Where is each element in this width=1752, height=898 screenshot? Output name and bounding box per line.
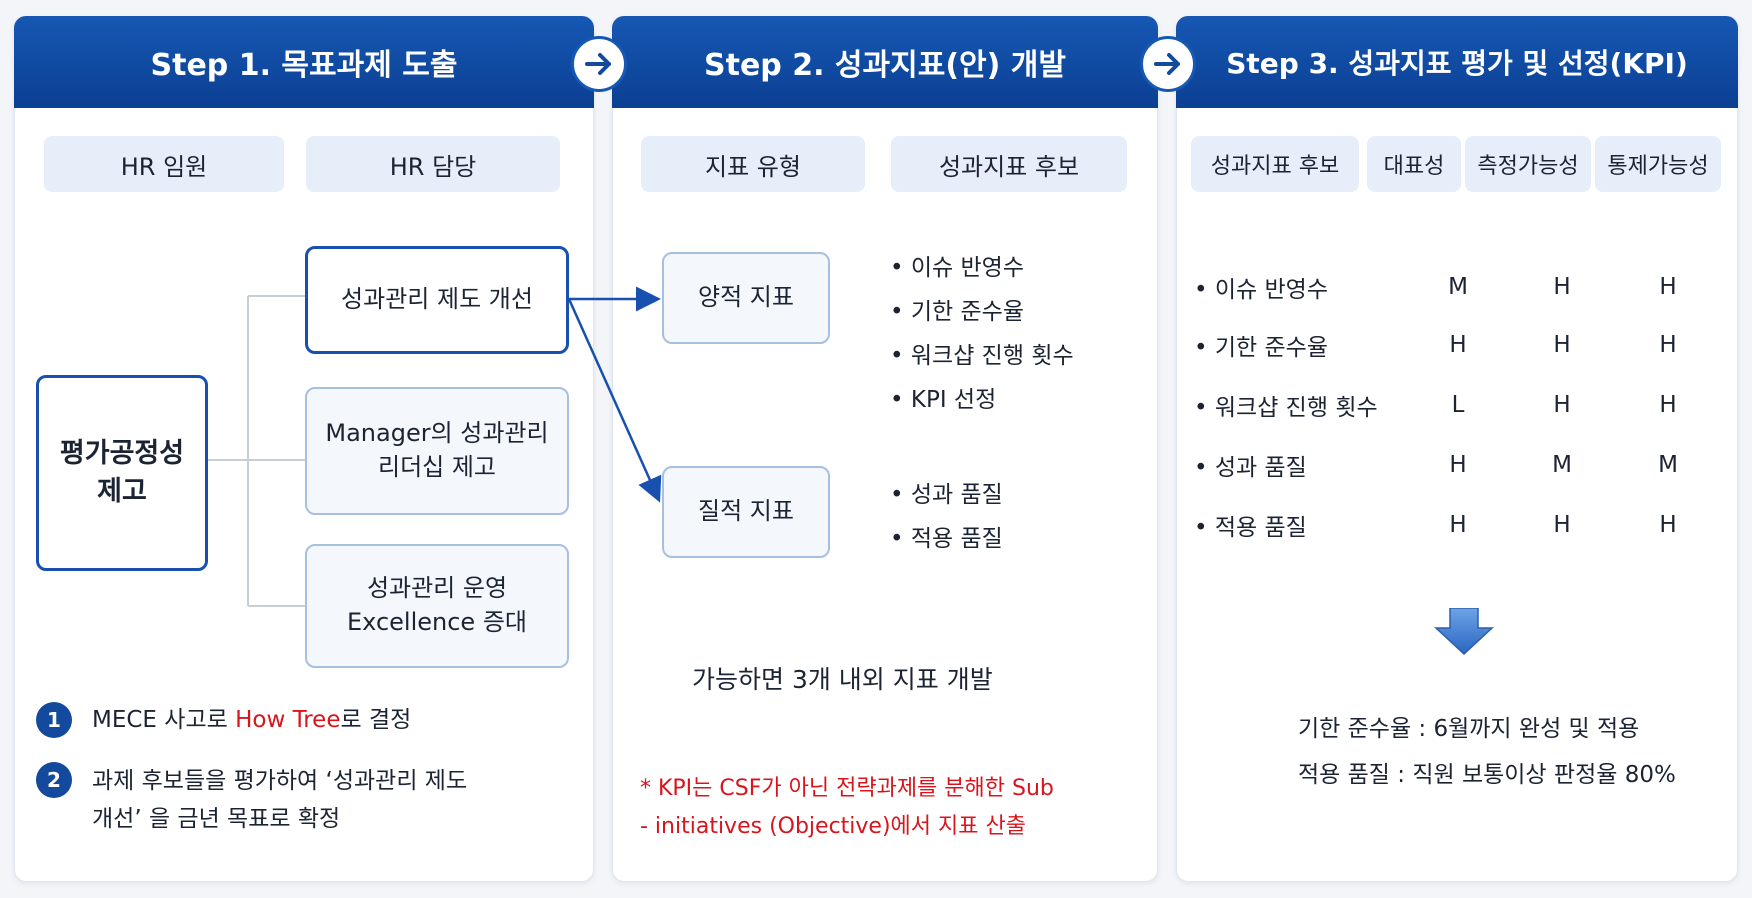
eval-row: 이슈 반영수 M H H xyxy=(1194,258,1704,316)
eval-cell: H xyxy=(1553,512,1571,538)
branch-box-3: 성과관리 운영 Excellence 증대 xyxy=(305,544,569,668)
chip-indicator-type: 지표 유형 xyxy=(641,136,865,192)
quant-item: 기한 준수율 xyxy=(890,290,1074,334)
step2-red-note: * KPI는 CSF가 아닌 전략과제를 분해한 Sub - initiativ… xyxy=(640,776,1054,839)
branch-2-line-2: 리더십 제고 xyxy=(377,453,497,481)
step3-title: Step 3. 성과지표 평가 및 선정(KPI) xyxy=(1176,16,1738,108)
branch-3-line-2: Excellence 증대 xyxy=(347,608,527,636)
branch-box-1: 성과관리 제도 개선 xyxy=(305,246,569,354)
note-badge-1: 1 xyxy=(36,702,72,738)
note-1-highlight: How Tree xyxy=(235,707,341,733)
qual-item: 적용 품질 xyxy=(890,517,1003,561)
arrow-down-icon xyxy=(1434,608,1494,656)
branch-box-2: Manager의 성과관리 리더십 제고 xyxy=(305,387,569,515)
eval-cell: H xyxy=(1659,392,1677,418)
root-line-2: 제고 xyxy=(97,476,147,507)
eval-cell: H xyxy=(1659,512,1677,538)
eval-row: 성과 품질 H M M xyxy=(1194,436,1704,494)
eval-row-label: 기한 준수율 xyxy=(1194,328,1390,362)
chip-candidates: 성과지표 후보 xyxy=(1191,136,1359,192)
note-1: MECE 사고로 How Tree로 결정 xyxy=(92,701,411,739)
chip-controllability: 통제가능성 xyxy=(1595,136,1721,192)
tree-connectors xyxy=(207,295,306,607)
branch-3-line-1: 성과관리 운영 xyxy=(366,574,508,603)
eval-cell: H xyxy=(1553,332,1571,358)
chip-measurability: 측정가능성 xyxy=(1465,136,1591,192)
chip-representativeness: 대표성 xyxy=(1367,136,1461,192)
eval-cell: H xyxy=(1553,274,1571,300)
eval-cell: M xyxy=(1448,274,1468,300)
arrow-right-icon xyxy=(1154,53,1180,75)
eval-row-label: 적용 품질 xyxy=(1194,508,1390,542)
eval-cell: H xyxy=(1449,332,1467,358)
root-box: 평가공정성 제고 xyxy=(36,375,208,571)
eval-cell: H xyxy=(1449,452,1467,478)
step1-title: Step 1. 목표과제 도출 xyxy=(14,16,594,108)
type-arrows xyxy=(567,286,662,503)
eval-row-label: 이슈 반영수 xyxy=(1194,270,1390,304)
eval-cell: H xyxy=(1659,332,1677,358)
eval-row-label: 성과 품질 xyxy=(1194,448,1390,482)
chip-hr-staff: HR 담당 xyxy=(306,136,560,192)
note-2: 과제 후보들을 평가하여 ‘성과관리 제도 개선’ 을 금년 목표로 확정 xyxy=(92,768,468,832)
quant-item: 이슈 반영수 xyxy=(890,246,1074,290)
eval-cell: H xyxy=(1553,392,1571,418)
eval-row: 기한 준수율 H H H xyxy=(1194,316,1704,374)
step-arrow-2 xyxy=(1140,36,1196,92)
step2-note: 가능하면 3개 내외 지표 개발 xyxy=(692,665,993,694)
eval-cell: H xyxy=(1449,512,1467,538)
qual-item: 성과 품질 xyxy=(890,473,1003,517)
eval-row-label: 워크샵 진행 횟수 xyxy=(1194,388,1390,422)
eval-cell: H xyxy=(1659,274,1677,300)
eval-row: 적용 품질 H H H xyxy=(1194,496,1704,554)
eval-row: 워크샵 진행 횟수 L H H xyxy=(1194,376,1704,434)
step-arrow-1 xyxy=(571,36,627,92)
qual-items: 성과 품질 적용 품질 xyxy=(890,473,1003,561)
branch-2-line-1: Manager의 성과관리 xyxy=(325,419,549,448)
step2-title: Step 2. 성과지표(안) 개발 xyxy=(612,16,1158,108)
note-1-text-end: 로 결정 xyxy=(340,707,412,733)
eval-cell: M xyxy=(1658,452,1678,478)
chip-indicator-candidates: 성과지표 후보 xyxy=(891,136,1127,192)
note-badge-2: 2 xyxy=(36,762,72,798)
eval-cell: M xyxy=(1552,452,1572,478)
arrow-right-icon xyxy=(585,53,611,75)
chip-hr-executive: HR 임원 xyxy=(44,136,284,192)
result-2: 적용 품질 : 직원 보통이상 판정율 80% xyxy=(1298,762,1676,788)
note-1-text: MECE 사고로 xyxy=(92,707,236,733)
quant-item: KPI 선정 xyxy=(890,378,1074,422)
quant-items: 이슈 반영수 기한 준수율 워크샵 진행 횟수 KPI 선정 xyxy=(890,246,1074,422)
type-box-qual: 질적 지표 xyxy=(662,466,830,558)
root-line-1: 평가공정성 xyxy=(59,438,185,470)
quant-item: 워크샵 진행 횟수 xyxy=(890,334,1074,378)
result-1: 기한 준수율 : 6월까지 완성 및 적용 xyxy=(1298,716,1640,742)
eval-cell: L xyxy=(1451,392,1465,418)
type-box-quant: 양적 지표 xyxy=(662,252,830,344)
